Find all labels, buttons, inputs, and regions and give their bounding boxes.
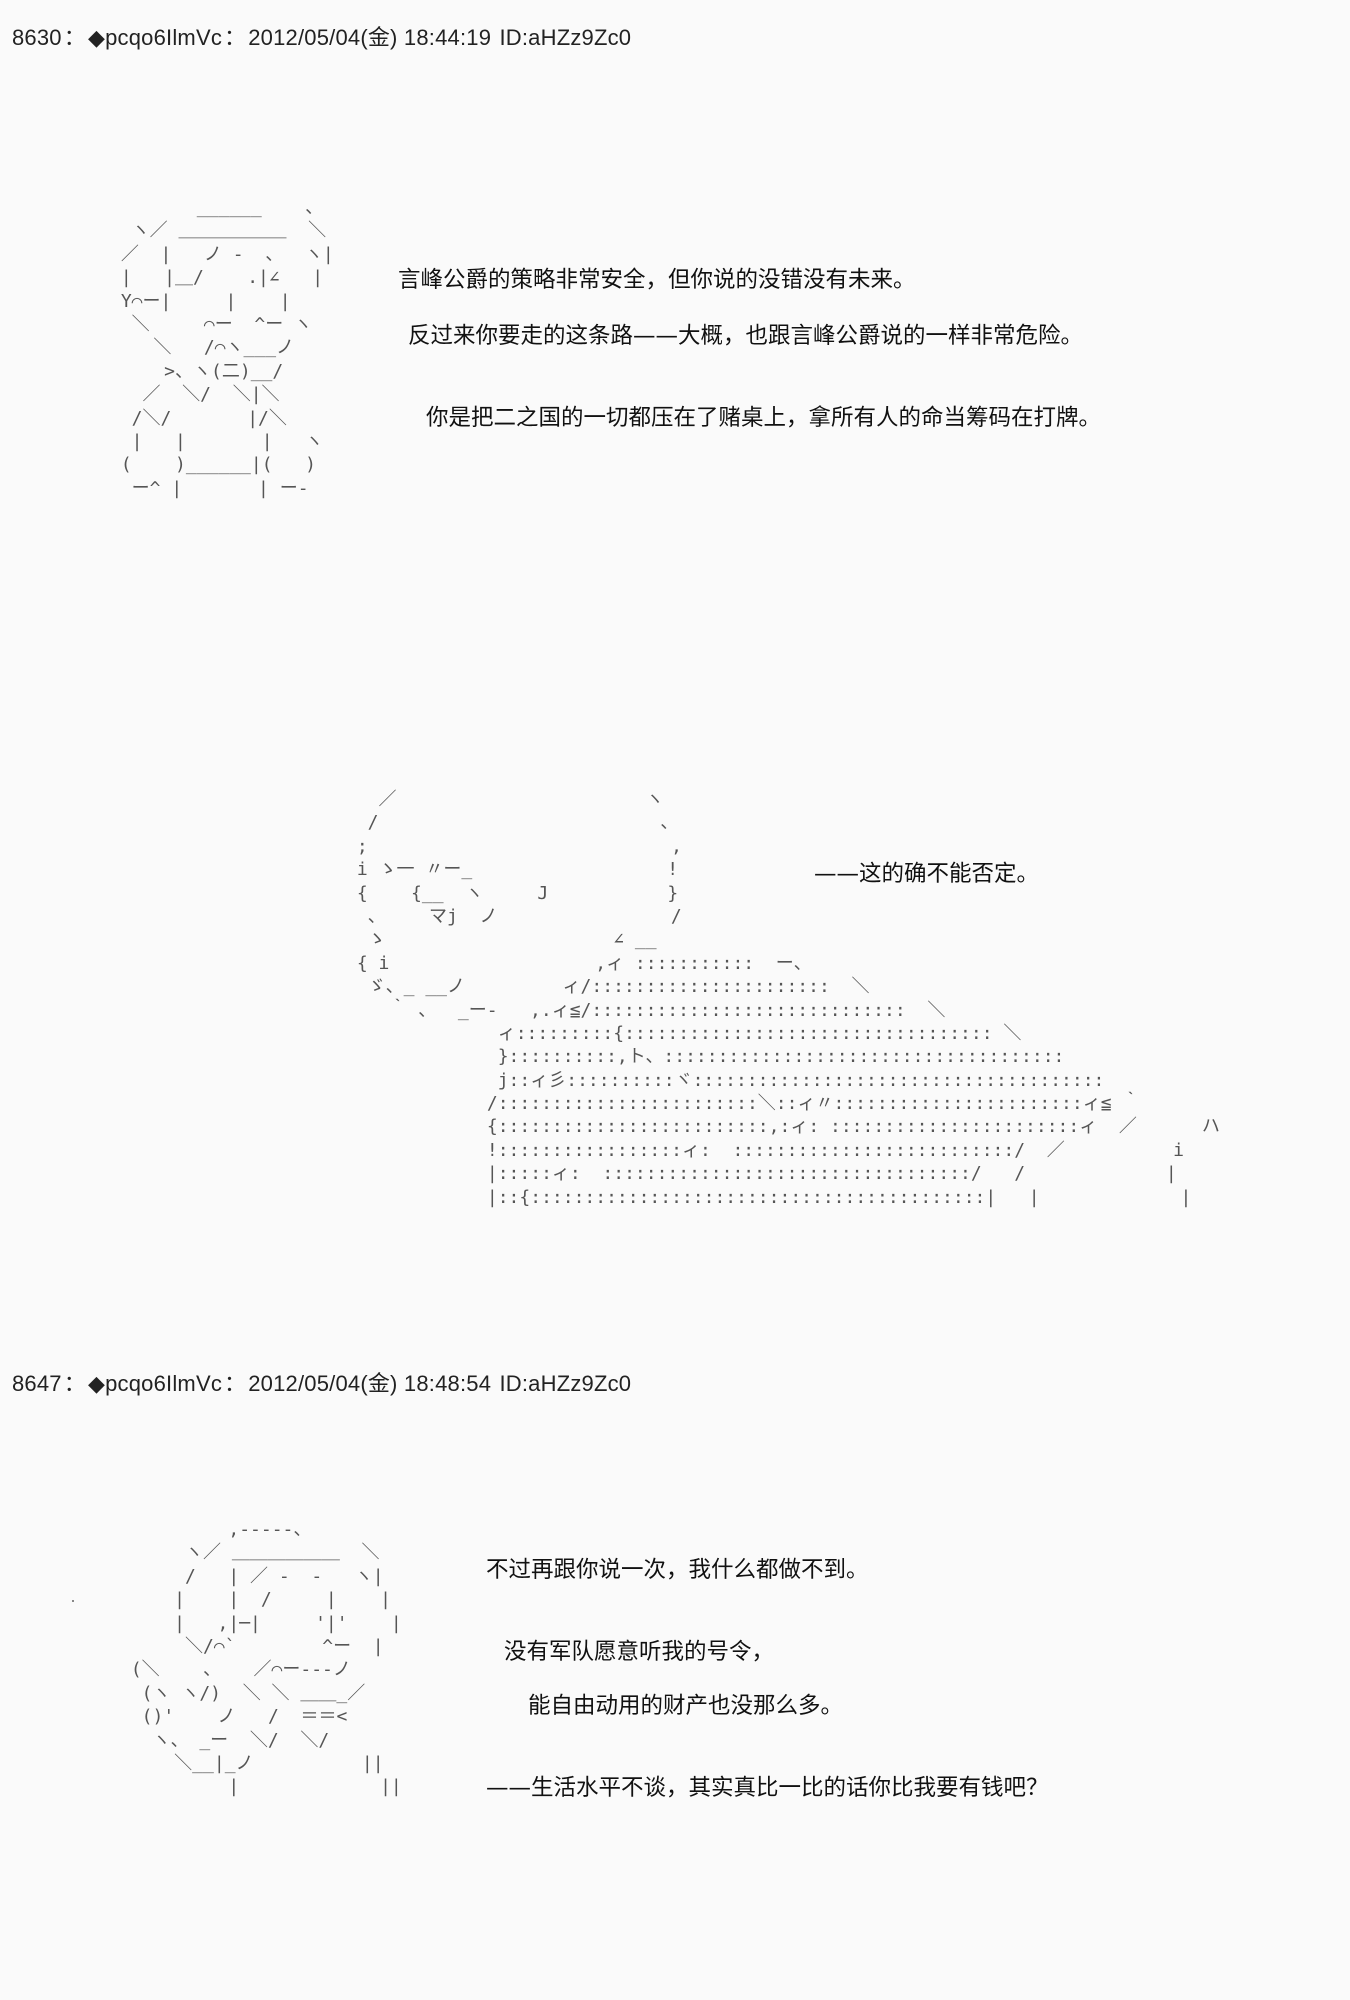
poster-id: ID:aHZz9Zc0 — [499, 1371, 632, 1396]
ascii-art-character: ,-----、 ヽ／ ＿＿＿＿＿＿ ＼ / | ／ - - ヽ| | | / |… — [130, 1519, 402, 1798]
dialogue-line: 能自由动用的财产也没那么多。 — [528, 1693, 844, 1719]
poster-name: ◆pcqo6IlmVc — [87, 25, 223, 50]
post-date: 2012/05/04(金) 18:44:19 — [248, 25, 492, 50]
post-separator: ： — [224, 25, 247, 50]
post-header: 8630：◆pcqo6IlmVc：2012/05/04(金) 18:44:19 … — [12, 20, 633, 52]
post-separator: ： — [224, 1371, 247, 1396]
poster-id: ID:aHZz9Zc0 — [499, 25, 632, 50]
dialogue-line: 不过再跟你说一次，我什么都做不到。 — [486, 1557, 869, 1583]
dialogue-line: ——这的确不能否定。 — [814, 861, 1040, 887]
post-header: 8647：◆pcqo6IlmVc：2012/05/04(金) 18:48:54 … — [12, 1366, 633, 1398]
ascii-art-character: ／ ヽ / 、 ; , i ゝ一 〃ー_ ! { {__ ヽ J } 、 マj … — [356, 789, 1220, 1208]
dialogue-line: 没有军队愿意听我的号令， — [504, 1639, 775, 1665]
dialogue-line: 你是把二之国的一切都压在了赌桌上，拿所有人的命当筹码在打牌。 — [426, 405, 1102, 431]
ascii-art-character: ______ 、 ヽ／ ＿＿＿＿＿＿ ＼ ／ | ノ - 、 ヽ| | |＿/ … — [120, 197, 334, 499]
post-separator: ： — [63, 25, 86, 50]
post-date: 2012/05/04(金) 18:48:54 — [248, 1371, 492, 1396]
dialogue-line: ——生活水平不谈，其实真比一比的话你比我要有钱吧？ — [486, 1775, 1049, 1801]
dialogue-line: 言峰公爵的策略非常安全，但你说的没错没有未来。 — [398, 267, 916, 293]
post-number: 8630 — [12, 25, 62, 50]
dialogue-line: 反过来你要走的这条路——大概，也跟言峰公爵说的一样非常危险。 — [408, 323, 1084, 349]
post-separator: ： — [63, 1371, 86, 1396]
post-number: 8647 — [12, 1371, 62, 1396]
stray-dot — [72, 1600, 74, 1602]
poster-name: ◆pcqo6IlmVc — [87, 1371, 223, 1396]
